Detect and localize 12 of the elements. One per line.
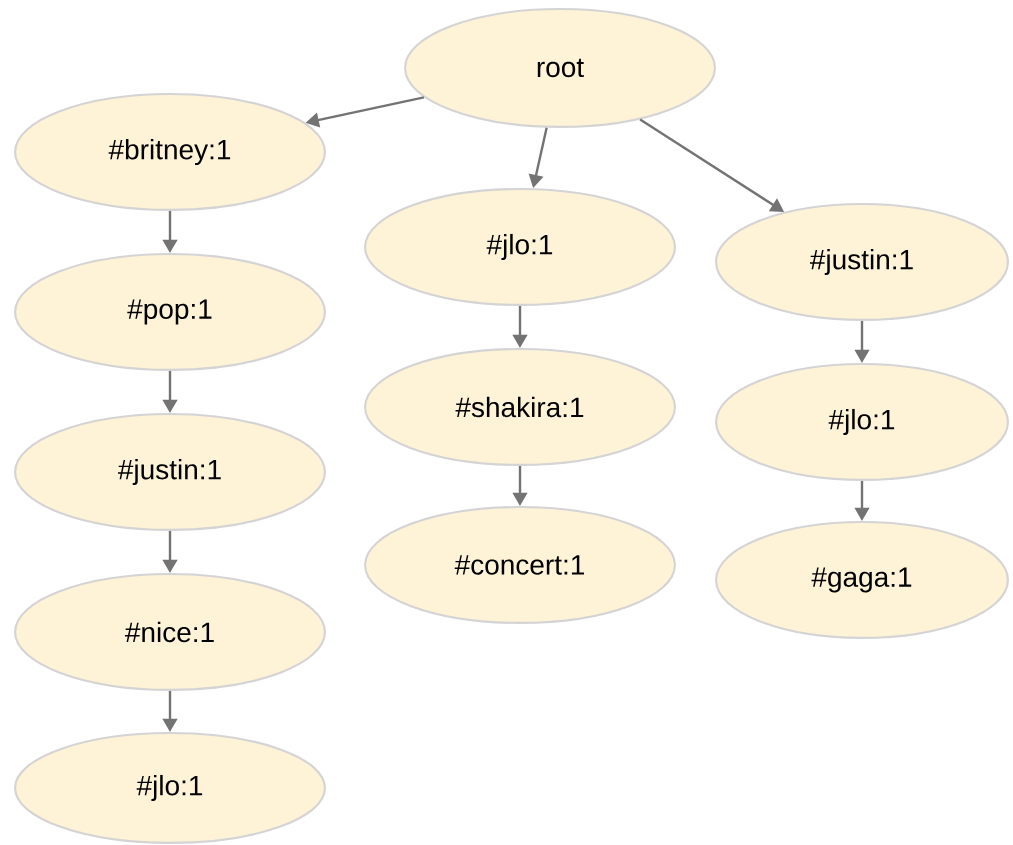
ellipse-node: #justin:1 bbox=[715, 203, 1009, 321]
ellipse-node: #pop:1 bbox=[14, 253, 326, 371]
ellipse-node: #nice:1 bbox=[14, 573, 326, 691]
ellipse-node: #jlo:1 bbox=[14, 732, 326, 844]
ellipse-node: #britney:1 bbox=[14, 93, 326, 211]
ellipse-node: #shakira:1 bbox=[364, 348, 676, 466]
ellipse-node: #jlo:1 bbox=[364, 188, 676, 306]
ellipse-node: #jlo:1 bbox=[715, 363, 1009, 481]
ellipse-node: #justin:1 bbox=[14, 413, 326, 531]
ellipse-node: #concert:1 bbox=[364, 506, 676, 624]
ellipse-node: root bbox=[404, 8, 716, 128]
ellipse-node: #gaga:1 bbox=[715, 521, 1009, 639]
